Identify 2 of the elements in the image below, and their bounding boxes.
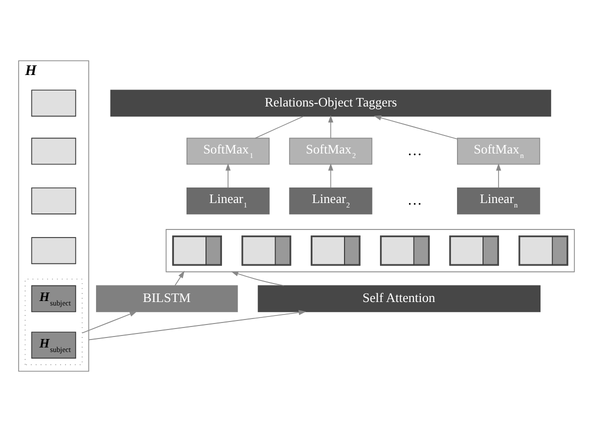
- label: …: [407, 192, 422, 208]
- label: …: [407, 142, 422, 158]
